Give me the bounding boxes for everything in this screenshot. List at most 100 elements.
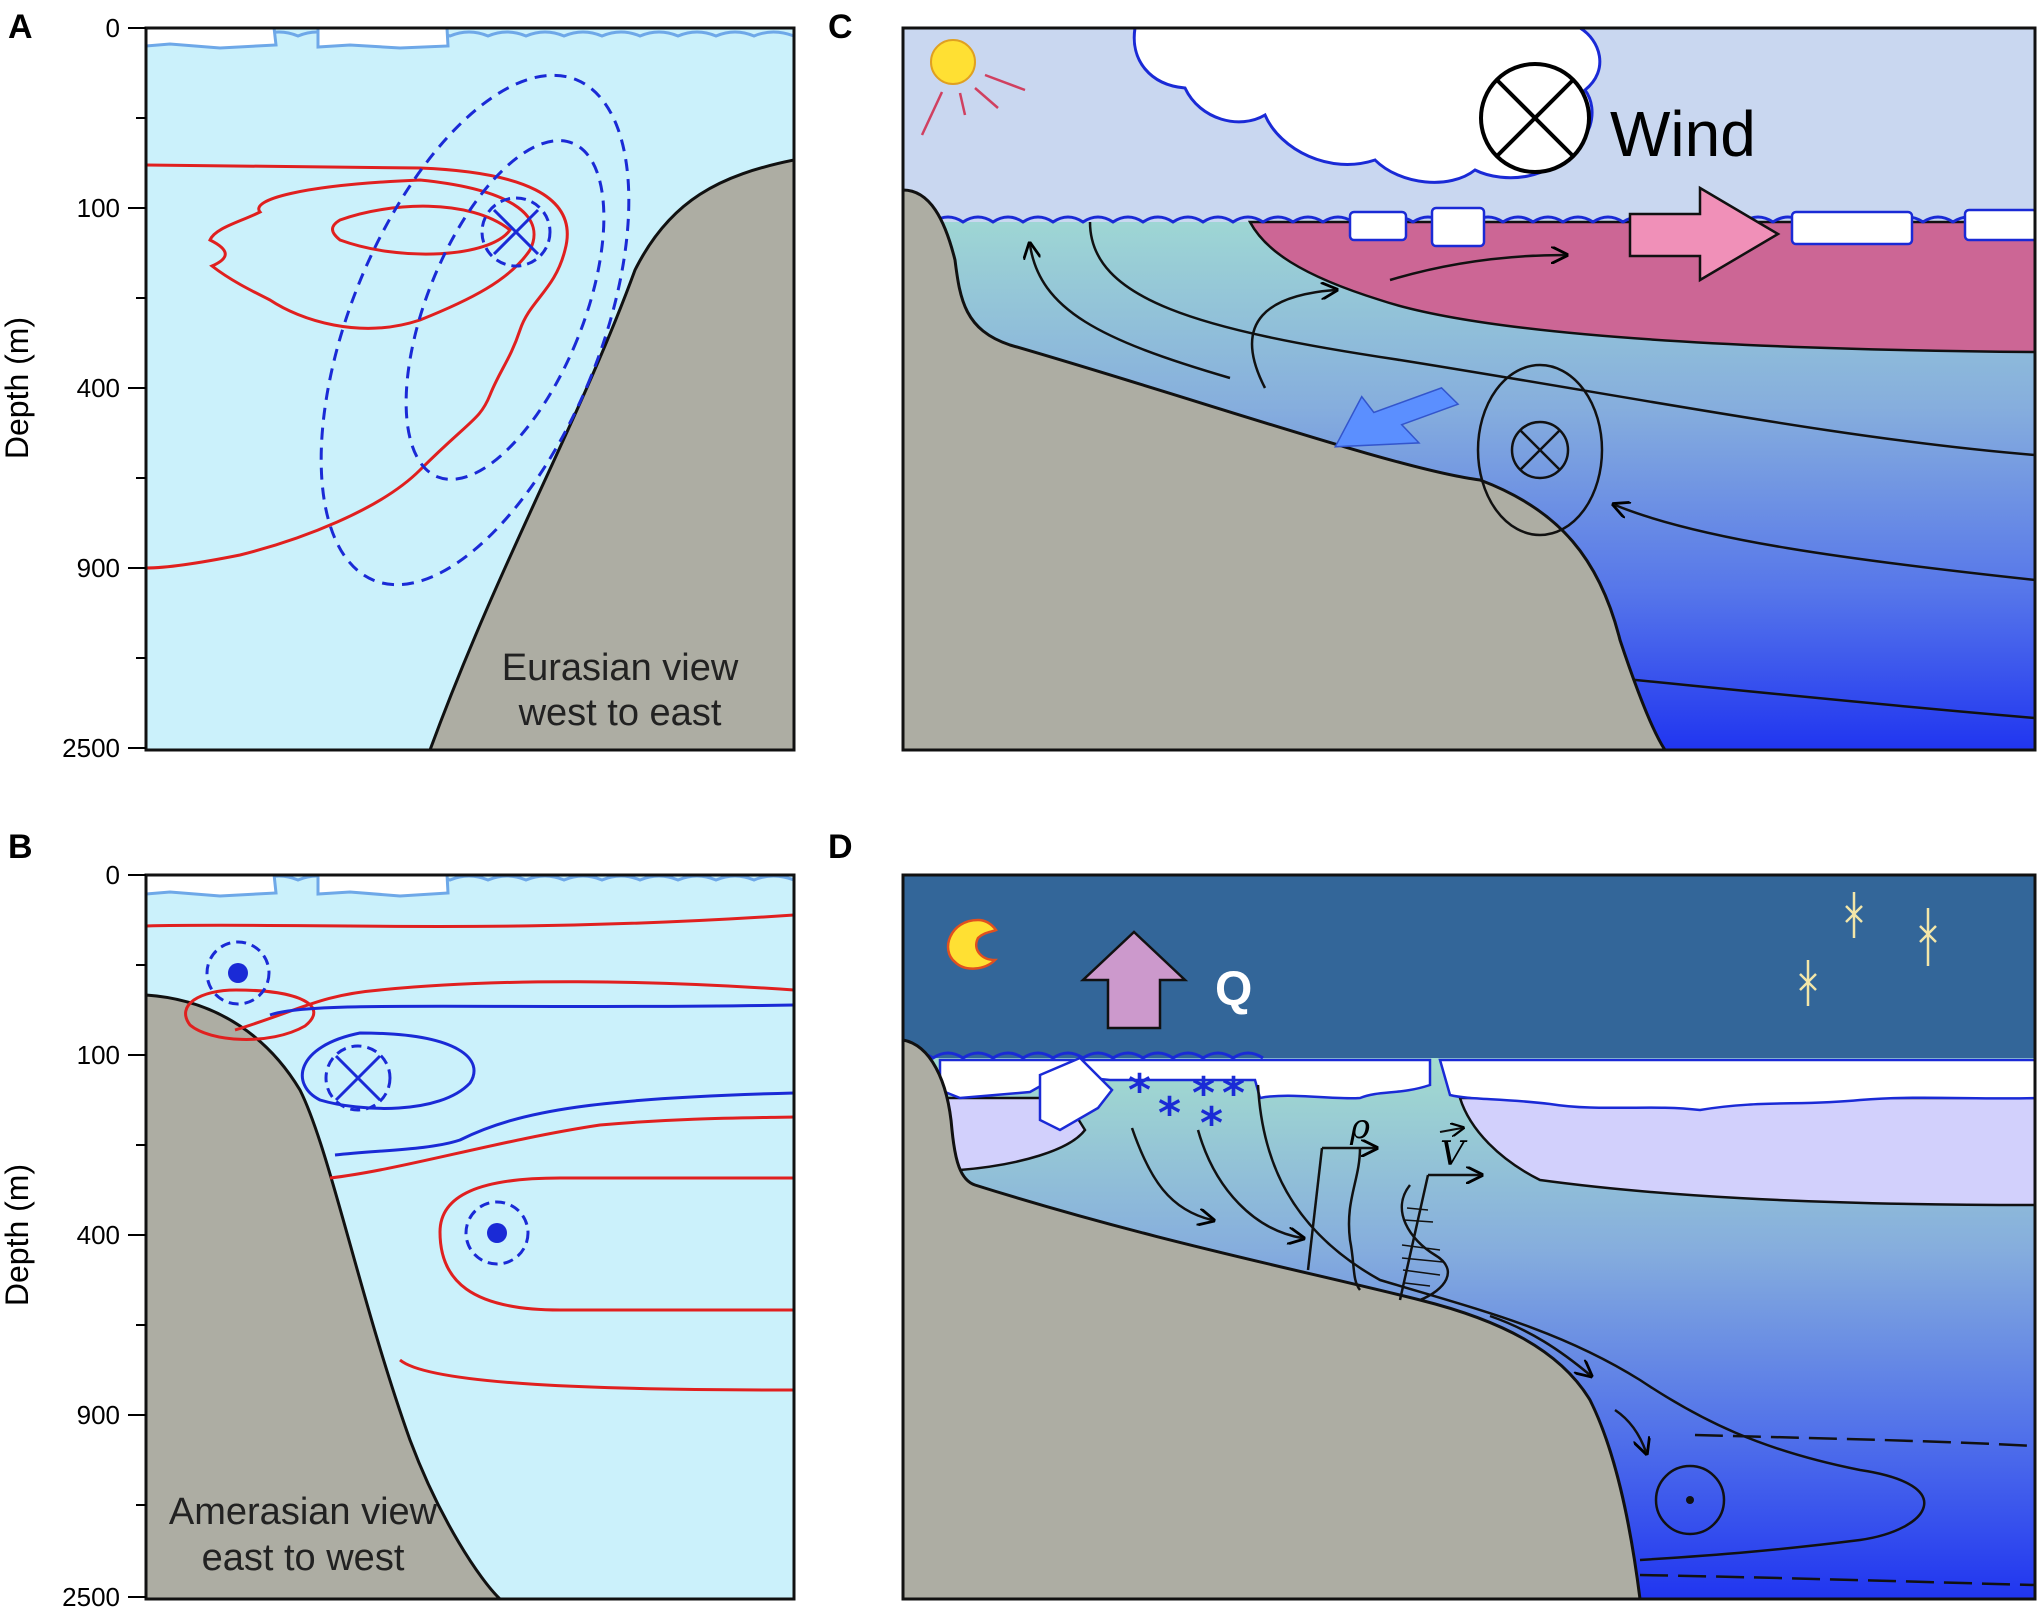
boundary-current-arrow — [1333, 386, 1460, 448]
into-page-icon — [324, 1044, 392, 1112]
ice-floe-icon — [1038, 1056, 1114, 1132]
ice-floe-icon — [1963, 208, 2035, 242]
panel-b-caption-line2: east to west — [202, 1537, 405, 1579]
panel-b: B — [0, 828, 796, 1612]
into-page-icon — [480, 196, 552, 268]
panel-a-caption-line1: Eurasian view — [502, 647, 739, 689]
wind-label: Wind — [1610, 98, 1756, 170]
blue-isoline — [301, 1031, 476, 1110]
ekman-transport-arrow — [1628, 185, 1781, 283]
ice-floe-icon — [316, 28, 450, 50]
tick-label: 0 — [106, 860, 120, 890]
red-isoline — [331, 204, 513, 256]
out-of-page-icon — [1654, 1464, 1726, 1536]
isoline — [1088, 221, 2035, 457]
warm-layer — [1247, 220, 2035, 354]
ice-floe-icon — [146, 875, 278, 898]
ice-floe-icon — [1348, 210, 1408, 242]
downslope-flow-arrow — [1196, 1129, 1302, 1238]
isoline — [1639, 1573, 2035, 1587]
tick-label: 2500 — [62, 733, 120, 763]
velocity-symbol: V — [1440, 1134, 1468, 1174]
onshore-flow-arrow — [1615, 505, 2035, 582]
tick-label: 400 — [77, 373, 120, 403]
y-axis-label: Depth (m) — [0, 1164, 35, 1306]
cloud-icon — [1132, 28, 1602, 184]
panel-a-axis: 0 100 400 900 2500 Depth (m) — [0, 13, 146, 763]
panel-c-label: C — [828, 8, 853, 46]
into-page-icon — [1476, 363, 1604, 537]
night-sky — [903, 875, 2035, 1061]
tick-label: 2500 — [62, 1582, 120, 1612]
ice-floe-icon — [1790, 210, 1914, 246]
red-isoline — [146, 913, 794, 929]
red-isoline — [438, 1176, 794, 1312]
star-icon — [1919, 908, 1937, 966]
tick-label: 0 — [106, 13, 120, 43]
red-isoline — [399, 1358, 794, 1392]
downslope-flow-arrow — [1614, 1408, 1646, 1452]
moon-icon — [946, 918, 999, 970]
ice-shelf-water — [1458, 1096, 2035, 1207]
star-icon — [1845, 892, 1863, 938]
red-isoline — [208, 178, 536, 330]
velocity-profile — [1398, 1175, 1480, 1302]
ice-floe-icon — [1430, 206, 1486, 248]
panel-c: C — [828, 8, 2037, 752]
brine-rejection: * * * * * — [1128, 1065, 1245, 1149]
panel-b-label: B — [8, 828, 33, 866]
red-isoline — [146, 163, 569, 570]
red-isoline — [184, 988, 316, 1041]
red-isoline — [329, 1115, 794, 1180]
panel-d: D Q — [828, 828, 2037, 1601]
panel-a: A Eurasian view west to east — [0, 8, 796, 763]
blue-isoline — [269, 1003, 794, 1017]
panel-b-axis: 0 100 400 900 2500 Depth (m) — [0, 860, 146, 1612]
panel-a-label: A — [8, 8, 33, 46]
ice-floe-icon — [146, 28, 278, 50]
heat-flux-arrow — [1079, 930, 1189, 1030]
out-of-page-icon — [205, 940, 271, 1006]
panel-d-frame — [901, 873, 2037, 1601]
dense-water-plume — [1256, 1084, 1926, 1562]
density-profile — [1306, 1148, 1375, 1291]
continental-slope — [428, 158, 794, 750]
tick-label: 900 — [77, 1400, 120, 1430]
heat-flux-label: Q — [1215, 963, 1252, 1016]
panel-a-caption-line2: west to east — [518, 692, 722, 734]
continental-slope — [146, 993, 503, 1599]
ice-floe-icon — [316, 875, 450, 898]
panel-c-frame — [901, 26, 2037, 752]
sea-surface — [903, 1051, 1264, 1060]
blue-isoline — [404, 139, 606, 481]
upwelling-arrow — [1030, 245, 1231, 380]
tick-label: 100 — [77, 193, 120, 223]
star-icon — [1799, 960, 1817, 1006]
svg-text:*: * — [1222, 1068, 1245, 1119]
sea-ice — [1438, 1058, 2035, 1112]
continental-slope — [903, 188, 1667, 750]
panel-b-frame — [144, 873, 796, 1601]
into-page-icon — [1479, 62, 1591, 174]
panel-b-caption-line1: Amerasian view — [169, 1491, 438, 1533]
downslope-flow-arrow — [1130, 1127, 1212, 1220]
continental-slope — [903, 1038, 1642, 1599]
vector-arrow-icon — [1439, 1128, 1462, 1132]
out-of-page-icon — [464, 1200, 530, 1266]
isoline — [1694, 1433, 2035, 1448]
downslope-flow-arrow — [1489, 1314, 1590, 1375]
blue-isoline — [319, 73, 631, 587]
svg-text:*: * — [1158, 1088, 1181, 1139]
svg-text:*: * — [1192, 1068, 1215, 1119]
tick-label: 400 — [77, 1220, 120, 1250]
surface-flow-arrow — [1389, 255, 1565, 282]
upwelling-arrow — [1250, 290, 1335, 389]
density-symbol: ρ — [1349, 1107, 1370, 1147]
blue-isoline — [334, 1091, 794, 1157]
panel-d-label: D — [828, 828, 853, 866]
sun-icon — [920, 39, 1026, 136]
y-axis-label: Depth (m) — [0, 317, 35, 459]
tick-label: 100 — [77, 1040, 120, 1070]
svg-text:*: * — [1128, 1065, 1151, 1116]
